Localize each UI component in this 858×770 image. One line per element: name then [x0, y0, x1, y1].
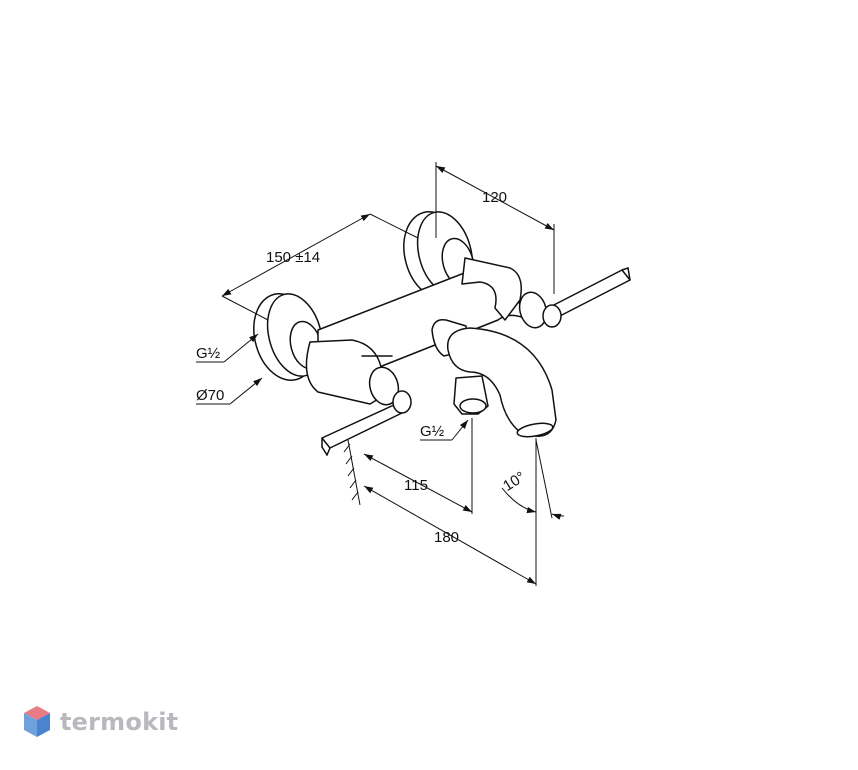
dimension-label-120: 120: [482, 189, 507, 206]
spout: [431, 318, 557, 438]
left-lever-handle: [321, 390, 412, 456]
dimension-120: 120: [435, 162, 555, 294]
wall-hatch: [343, 439, 361, 506]
dimension-150: 150 ±14: [221, 213, 419, 321]
cube-logo-icon: [24, 706, 50, 737]
angle-dimension: 10°: [500, 439, 565, 520]
thread-leader-outlet: G½: [420, 419, 469, 441]
brand-name: termokit: [60, 708, 179, 736]
dimension-label-180: 180: [434, 529, 459, 546]
right-lever-handle: [542, 267, 631, 328]
dimension-115: 115: [363, 418, 473, 514]
thread-label-left: G½: [196, 345, 221, 362]
dimension-label-115: 115: [404, 477, 428, 494]
diameter-leader: Ø70: [196, 377, 263, 405]
thread-leader-left: G½: [196, 333, 259, 363]
dimension-label-150: 150 ±14: [266, 249, 320, 266]
diameter-label: Ø70: [196, 387, 224, 404]
brand-logo: termokit: [22, 704, 178, 740]
thread-label-outlet: G½: [420, 423, 445, 440]
mixer-body: [305, 257, 548, 406]
dimension-180: 180: [363, 438, 537, 586]
